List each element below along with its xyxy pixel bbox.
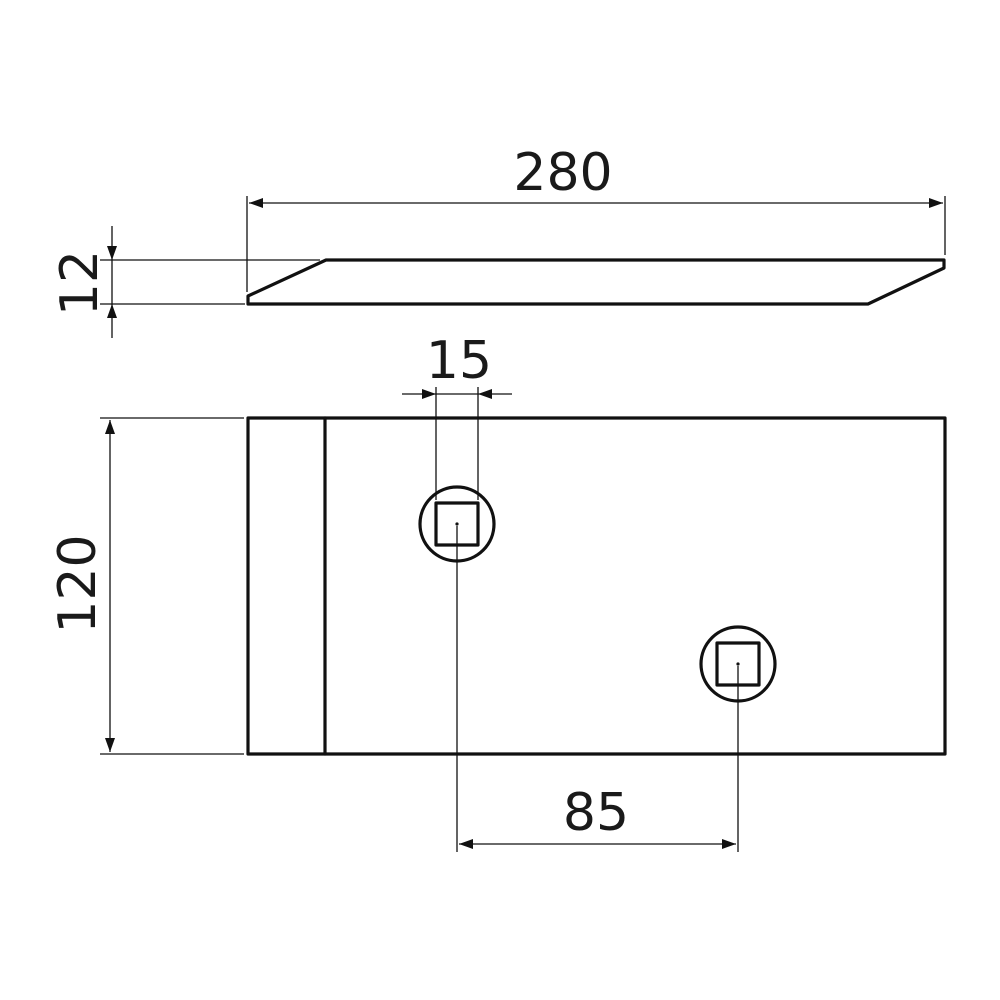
hole-spacing-arrow-left [459, 839, 473, 849]
thickness-dimension: 12 [50, 226, 320, 338]
hole-size-arrow-right [478, 389, 492, 399]
top-view [246, 416, 947, 756]
thickness-arrow-top [107, 246, 117, 260]
thickness-arrow-bottom [107, 304, 117, 318]
thickness-label: 12 [50, 250, 110, 316]
hole-size-arrow-left [422, 389, 436, 399]
length-arrow-left [249, 198, 263, 208]
top-view-plate-outline [246, 416, 947, 756]
length-dimension: 280 [246, 143, 946, 292]
length-label: 280 [513, 143, 612, 203]
hole-spacing-label: 85 [563, 783, 629, 843]
hole-size-label: 15 [426, 331, 492, 391]
hole-1-center-mark [455, 522, 459, 526]
hole-spacing-arrow-right [722, 839, 736, 849]
width-label: 120 [48, 534, 108, 633]
width-arrow-top [105, 420, 115, 434]
width-arrow-bottom [105, 738, 115, 752]
length-arrow-right [929, 198, 943, 208]
hole-spacing-dimension: 85 [456, 526, 739, 852]
hole-size-dimension: 15 [402, 331, 512, 500]
width-dimension: 120 [48, 417, 244, 755]
hole-2-center-mark [736, 662, 740, 666]
side-view [246, 258, 946, 306]
side-view-plate-outline [246, 258, 946, 306]
